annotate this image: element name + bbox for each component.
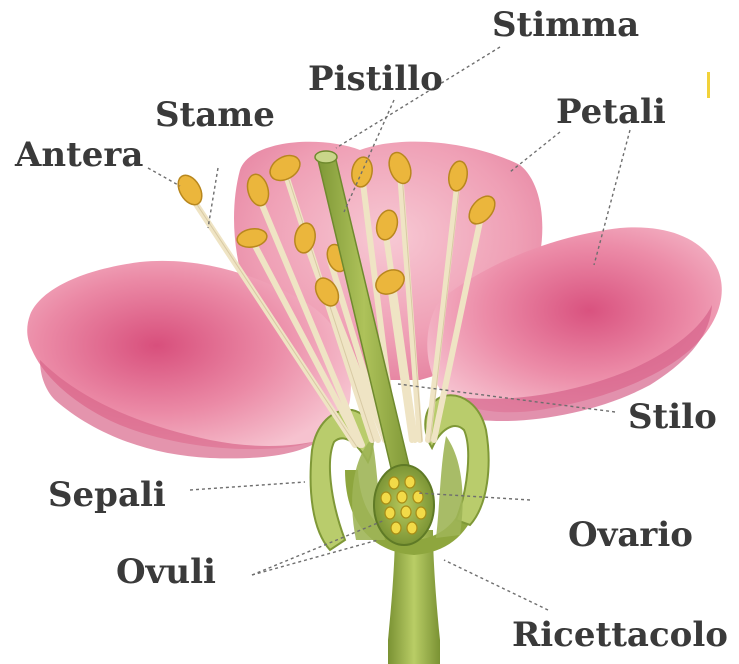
label-sepali: Sepali [48,478,166,512]
label-pistillo: Pistillo [308,62,443,96]
label-stame: Stame [155,98,275,132]
label-ovario: Ovario [568,518,693,552]
label-ovuli: Ovuli [116,555,216,589]
label-stilo: Stilo [628,400,717,434]
yellow-tick-mark [707,72,710,98]
label-petali: Petali [556,95,666,129]
inner-sepal-right [436,436,463,538]
ovary [374,465,434,545]
stigma [315,151,337,163]
label-stimma: Stimma [492,8,639,42]
label-ricettacolo: Ricettacolo [512,618,728,652]
label-antera: Antera [15,138,143,172]
